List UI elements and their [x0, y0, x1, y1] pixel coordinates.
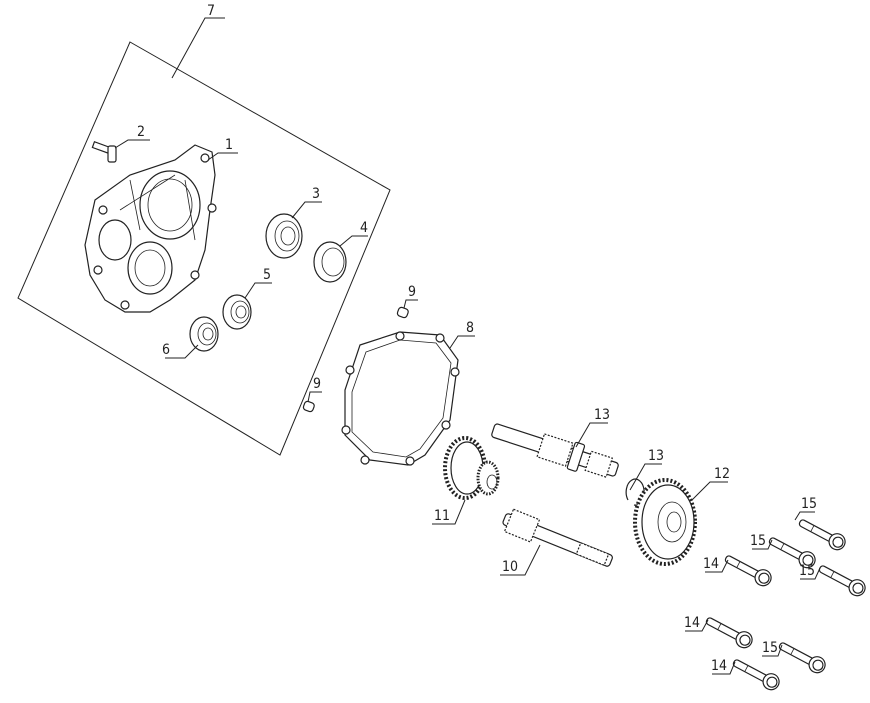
callout-13: 13: [648, 448, 664, 464]
callout-6: 6: [162, 342, 170, 358]
flange-bolt-15[interactable]: [776, 638, 828, 676]
drive-shaft-10[interactable]: [500, 507, 616, 572]
callout-14: 14: [711, 658, 727, 674]
flange-bolt-15[interactable]: [766, 533, 818, 571]
oil-seal-4[interactable]: [313, 241, 347, 283]
bearing-5[interactable]: [222, 294, 252, 330]
callout-1: 1: [225, 137, 233, 153]
callout-2: 2: [137, 124, 145, 140]
callout-12: 12: [714, 466, 730, 482]
callout-15: 15: [750, 533, 766, 549]
flange-bolt-14[interactable]: [722, 551, 774, 589]
final-gear-12[interactable]: [633, 478, 697, 566]
dowel-pin[interactable]: [302, 400, 315, 413]
callout-8: 8: [466, 320, 474, 336]
callout-9: 9: [313, 376, 321, 392]
callout-4: 4: [360, 220, 368, 236]
callout-13: 13: [594, 407, 610, 423]
flange-bolt-15[interactable]: [816, 561, 868, 599]
intermediate-gear-11[interactable]: [443, 436, 500, 500]
output-shaft[interactable]: [489, 417, 621, 484]
callout-10: 10: [502, 559, 518, 575]
flange-bolt-14[interactable]: [703, 613, 755, 651]
callout-9: 9: [408, 284, 416, 300]
callout-15: 15: [799, 563, 815, 579]
transmission-case[interactable]: [84, 144, 217, 313]
callouts: 7 2 1 3 4 5 6 9 8 9 13 13 12 11 10 15 15…: [137, 3, 817, 674]
callout-11: 11: [434, 508, 450, 524]
flange-bolt-14[interactable]: [730, 655, 782, 693]
assembly-group-outline: [17, 41, 391, 456]
leader-lines: [114, 17, 821, 675]
callout-15: 15: [801, 496, 817, 512]
flange-bolt-15[interactable]: [796, 515, 848, 553]
callout-14: 14: [703, 556, 719, 572]
callout-14: 14: [684, 615, 700, 631]
callout-3: 3: [312, 186, 320, 202]
callout-5: 5: [263, 267, 271, 283]
bearing-6[interactable]: [189, 316, 219, 352]
dowel-pin[interactable]: [396, 306, 409, 319]
bearing-3[interactable]: [265, 213, 303, 259]
breather-fitting[interactable]: [91, 141, 117, 163]
callout-7: 7: [207, 3, 215, 19]
gasket-8[interactable]: [341, 331, 460, 466]
callout-15: 15: [762, 640, 778, 656]
